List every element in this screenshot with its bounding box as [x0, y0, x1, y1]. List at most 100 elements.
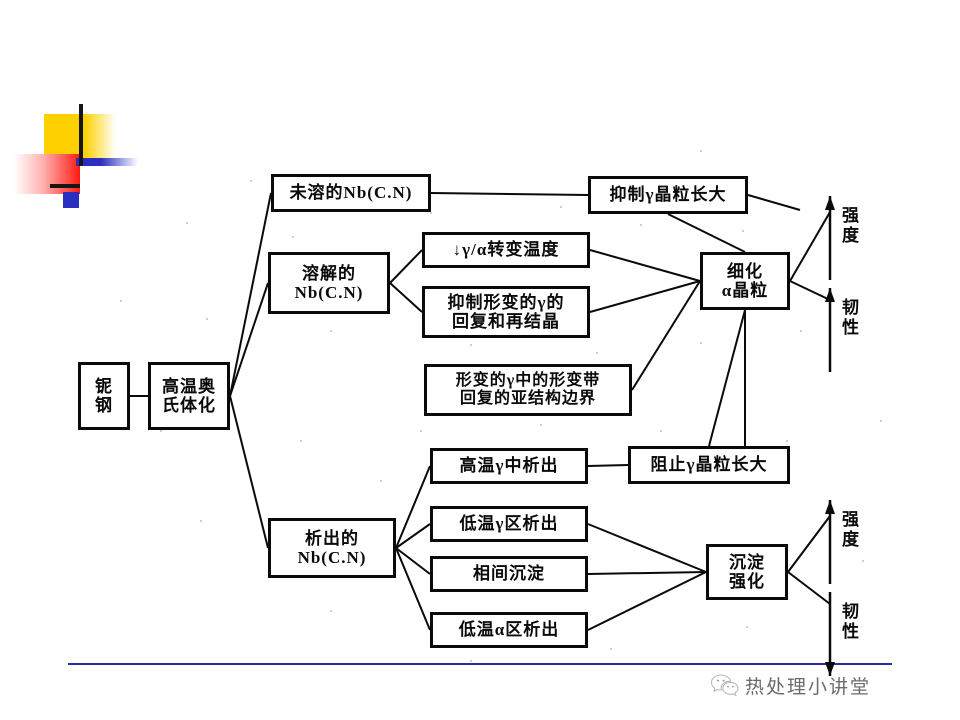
node-suppress-recovery: 抑制形变的γ的 回复和再结晶 — [422, 286, 590, 338]
node-precip-high-temp-gamma-label: 高温γ中析出 — [459, 456, 559, 476]
node-precip-low-temp-gamma-label: 低温γ区析出 — [459, 514, 559, 534]
node-precip-low-temp-alpha: 低温α区析出 — [430, 612, 588, 648]
edge-precip-to-strength — [787, 515, 831, 573]
edge-n2-n3 — [229, 192, 272, 397]
edge-n13-n16 — [587, 571, 707, 575]
node-dissolved-nbcn: 溶解的 Nb(C.N) — [268, 252, 390, 314]
scan-speck — [800, 330, 802, 332]
edge-n2-n10 — [229, 395, 269, 549]
scan-speck — [786, 440, 788, 442]
node-nb-steel: 铌 钢 — [78, 362, 130, 430]
node-dissolved-nbcn-label: 溶解的 Nb(C.N) — [294, 263, 364, 302]
node-lower-transf-temp-label: ↓γ/α转变温度 — [452, 240, 560, 260]
node-undissolved-nbcn-label: 未溶的Nb(C.N) — [289, 183, 413, 203]
scan-speck — [292, 236, 294, 238]
edge-n10-n11 — [395, 465, 431, 549]
edge-n10-n14 — [395, 547, 431, 631]
node-refine-alpha-grain-label: 细化 α晶粒 — [721, 261, 769, 300]
node-suppress-gamma-growth-label: 抑制γ晶粒长大 — [609, 185, 727, 205]
node-precipitated-nbcn-label: 析出的 Nb(C.N) — [297, 528, 367, 567]
node-precipitation-strengthening: 沉淀 强化 — [706, 544, 788, 600]
scan-speck — [640, 224, 642, 226]
node-high-temp-austenitize-label: 高温奥 氏体化 — [162, 376, 216, 415]
edge-n8-n9 — [667, 213, 746, 253]
node-prevent-gamma-growth-label: 阻止γ晶粒长大 — [650, 455, 768, 475]
footer-divider — [68, 663, 892, 665]
edge-precip-to-toughness — [787, 571, 831, 605]
edge-n14-n16 — [587, 571, 707, 631]
node-prevent-gamma-growth: 阻止γ晶粒长大 — [628, 446, 790, 484]
logo-blue-bar — [76, 158, 138, 166]
outcome-strength-bottom-arrowhead-up — [825, 500, 835, 514]
node-deformation-bands: 形变的γ中的形变带 回复的亚结构边界 — [424, 364, 632, 416]
node-suppress-recovery-label: 抑制形变的γ的 回复和再结晶 — [447, 292, 565, 331]
edge-n5-n9 — [589, 249, 701, 282]
scan-speck — [700, 342, 702, 344]
scan-speck — [330, 610, 332, 612]
scan-speck — [560, 206, 562, 208]
scan-speck — [250, 180, 252, 182]
outcome-strength-top: 强度 — [839, 206, 858, 246]
edge-n6-n9 — [589, 280, 701, 313]
node-precip-high-temp-gamma: 高温γ中析出 — [430, 448, 588, 484]
scan-speck — [160, 430, 162, 432]
node-precipitation-strengthening-label: 沉淀 强化 — [729, 552, 765, 591]
scan-speck — [120, 300, 122, 302]
edge-n2-n4 — [229, 282, 269, 397]
edge-n4-n5 — [389, 249, 423, 284]
edge-refine-to-strength — [789, 211, 831, 282]
node-refine-alpha-grain: 细化 α晶粒 — [700, 252, 790, 310]
scan-speck — [206, 318, 208, 320]
scan-speck — [660, 430, 662, 432]
edge-n4-n6 — [389, 282, 423, 313]
scan-speck — [880, 420, 882, 422]
outcome-toughness-bottom-arrowhead-down — [825, 662, 835, 676]
scan-speck — [700, 150, 702, 152]
edge-n10-n12 — [395, 523, 431, 549]
logo-vertical-line — [79, 104, 83, 166]
node-interphase-precip-label: 相间沉淀 — [473, 564, 545, 584]
node-precip-low-temp-gamma: 低温γ区析出 — [430, 506, 588, 542]
node-deformation-bands-label: 形变的γ中的形变带 回复的亚结构边界 — [455, 372, 601, 407]
decorative-logo — [8, 96, 138, 208]
brand-text: 热处理小讲堂 — [745, 676, 872, 698]
node-undissolved-nbcn: 未溶的Nb(C.N) — [271, 174, 431, 212]
scan-speck — [470, 344, 472, 346]
outcome-toughness-top: 韧性 — [839, 298, 858, 338]
scan-speck — [330, 330, 332, 332]
edge-n11-n15 — [587, 464, 629, 467]
node-precipitated-nbcn: 析出的 Nb(C.N) — [268, 518, 396, 578]
scan-speck — [862, 560, 864, 562]
outcome-toughness-bottom: 韧性 — [839, 602, 858, 642]
edge-n9-n15 — [708, 309, 746, 447]
edge-n12-n16 — [587, 523, 707, 573]
node-lower-transf-temp: ↓γ/α转变温度 — [422, 232, 590, 268]
node-suppress-gamma-growth: 抑制γ晶粒长大 — [588, 176, 748, 214]
edge-refine-to-toughness — [789, 280, 831, 301]
edge-n3-n8 — [430, 192, 589, 196]
scan-speck — [200, 520, 202, 522]
logo-blue-square — [63, 192, 79, 208]
scan-speck — [596, 352, 598, 354]
logo-horizontal-line — [50, 184, 80, 188]
edge-n10-n13 — [395, 547, 431, 575]
node-high-temp-austenitize: 高温奥 氏体化 — [148, 362, 230, 430]
scan-speck — [746, 626, 748, 628]
scan-speck — [610, 648, 612, 650]
node-interphase-precip: 相间沉淀 — [430, 556, 588, 592]
scan-speck — [186, 222, 188, 224]
edge-n7-n9 — [631, 280, 701, 391]
scan-speck — [430, 212, 432, 214]
node-precip-low-temp-alpha-label: 低温α区析出 — [458, 620, 560, 640]
scan-speck — [742, 230, 744, 232]
scan-speck — [470, 660, 472, 662]
wechat-icon — [710, 674, 739, 696]
scan-speck — [420, 430, 422, 432]
outcome-strength-bottom: 强度 — [839, 510, 858, 550]
outcome-strength-top-arrowhead-up — [825, 196, 835, 210]
scan-speck — [300, 440, 302, 442]
edge-suppress-to-right — [747, 194, 801, 211]
